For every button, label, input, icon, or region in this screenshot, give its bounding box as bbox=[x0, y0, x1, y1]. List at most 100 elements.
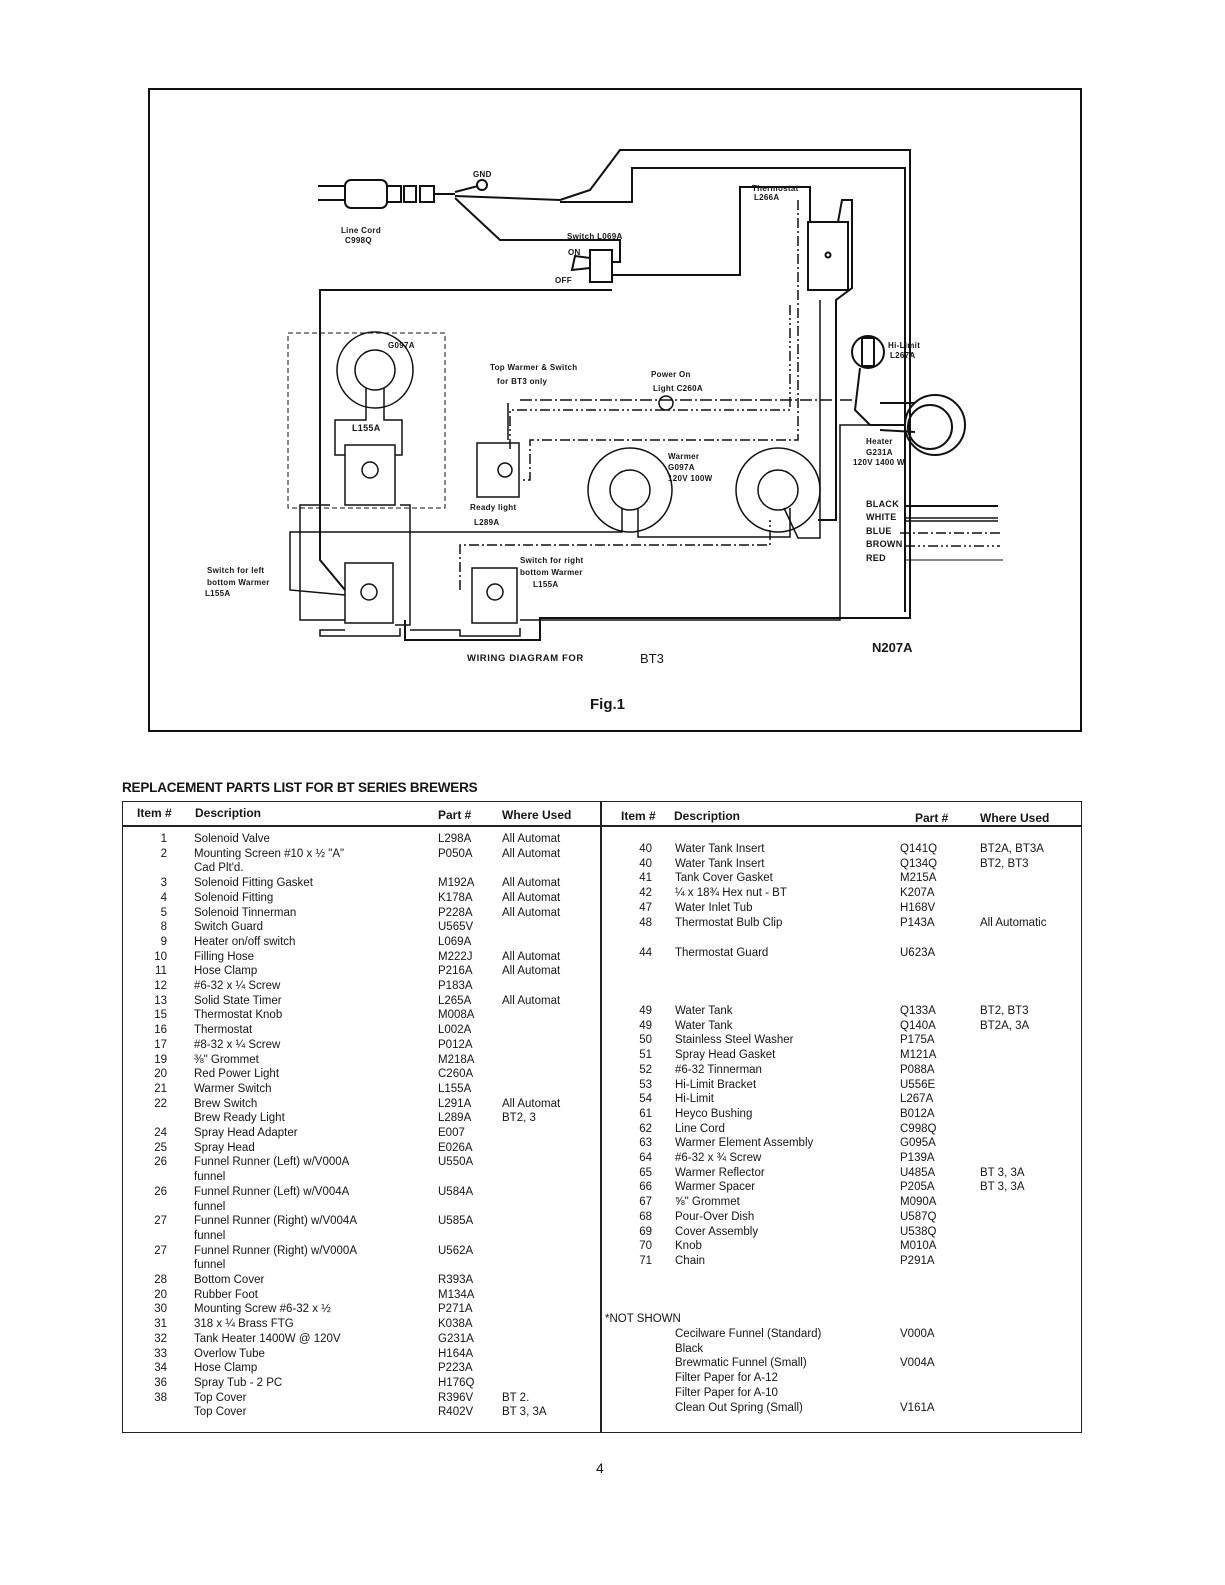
cell-description: Water Inlet Tub bbox=[675, 901, 753, 914]
header-part-right: Part # bbox=[915, 811, 949, 825]
cell-part: H176Q bbox=[438, 1376, 475, 1389]
cell-where-used: BT2, BT3 bbox=[980, 1005, 1029, 1017]
cell-part: Q141Q bbox=[900, 843, 938, 855]
cell-description: Funnel Runner (Left) w/V000A funnel bbox=[194, 1156, 350, 1184]
cell-part: Q133A bbox=[900, 1005, 936, 1017]
drawing-number: N207A bbox=[872, 640, 913, 655]
hi-limit-icon bbox=[851, 335, 905, 426]
cell-part: V000A bbox=[900, 1328, 935, 1340]
cell-where-used: All Automat bbox=[502, 891, 561, 904]
cell-item: 26 bbox=[154, 1185, 167, 1198]
cell-part: C260A bbox=[438, 1068, 474, 1081]
cell-where-used: BT2, 3 bbox=[502, 1112, 536, 1125]
cell-description: Hi-Limit Bracket bbox=[675, 1078, 757, 1091]
wiring-diagram-frame bbox=[148, 88, 1082, 732]
warmer-right-icon bbox=[637, 300, 821, 539]
cell-where-used: BT2, BT3 bbox=[980, 857, 1029, 870]
cell-item: 10 bbox=[154, 950, 167, 963]
cell-description: Thermostat Guard bbox=[675, 947, 769, 959]
header-rule-right bbox=[602, 825, 1081, 827]
power-on-label: Power On bbox=[651, 370, 691, 379]
cell-description: Switch Guard bbox=[194, 921, 264, 934]
cell-item: 16 bbox=[154, 1024, 167, 1037]
cell-part: M218A bbox=[438, 1053, 475, 1066]
gnd-label: GND bbox=[473, 170, 492, 179]
cell-part: P271A bbox=[438, 1303, 473, 1316]
cell-part: L002A bbox=[438, 1024, 472, 1037]
cell-description: Water Tank Insert bbox=[675, 857, 765, 870]
header-item-right: Item # bbox=[621, 809, 656, 823]
cell-description: Thermostat bbox=[194, 1024, 253, 1037]
cell-description: Hose Clamp bbox=[194, 965, 258, 978]
cell-description: Heater on/off switch bbox=[194, 935, 296, 948]
cell-where-used: All Automat bbox=[502, 847, 561, 860]
top-warmer-part: G097A bbox=[388, 341, 415, 350]
header-where-left: Where Used bbox=[502, 808, 572, 822]
cell-part: Q140A bbox=[900, 1019, 936, 1032]
cell-part: L069A bbox=[438, 935, 472, 948]
cell-where-used: BT2A, BT3A bbox=[980, 843, 1044, 855]
cell-description: Spray Tub - 2 PC bbox=[194, 1376, 283, 1389]
cell-description: Hose Clamp bbox=[194, 1362, 258, 1375]
cell-description: Bottom Cover bbox=[194, 1274, 265, 1286]
cell-item: 13 bbox=[154, 994, 167, 1007]
cell-item: 40 bbox=[639, 857, 652, 870]
cell-part: U550A bbox=[438, 1156, 474, 1169]
cell-item: 15 bbox=[154, 1009, 167, 1022]
plug-icon bbox=[318, 179, 455, 209]
cell-description: Top Cover bbox=[194, 1391, 247, 1404]
cell-part: R396V bbox=[438, 1391, 474, 1404]
diagram-caption: WIRING DIAGRAM FOR bbox=[467, 653, 584, 664]
cell-description: Line Cord bbox=[675, 1122, 725, 1135]
cell-part: M222J bbox=[438, 950, 473, 963]
top-warmer-icon bbox=[334, 331, 414, 456]
cell-item: 19 bbox=[154, 1053, 167, 1066]
cell-item: 54 bbox=[639, 1093, 652, 1106]
header-where-right: Where Used bbox=[980, 811, 1050, 825]
warmer-left-icon bbox=[289, 447, 673, 596]
header-rule-left bbox=[123, 825, 600, 827]
cell-item: 32 bbox=[154, 1332, 167, 1345]
heater-part: G231A bbox=[866, 448, 893, 457]
cell-part: H164A bbox=[438, 1347, 474, 1360]
cell-where-used: All Automatic bbox=[980, 916, 1047, 929]
cell-part: R402V bbox=[438, 1406, 474, 1419]
cell-description: Spray Head Gasket bbox=[675, 1049, 776, 1062]
cell-item: 36 bbox=[154, 1376, 167, 1389]
cell-description: #8-32 x ¼ Screw bbox=[194, 1038, 281, 1051]
cell-item: 21 bbox=[154, 1082, 167, 1095]
cell-item: 27 bbox=[154, 1215, 167, 1228]
cell-part: U587Q bbox=[900, 1210, 937, 1223]
right-switch-label-2: bottom Warmer bbox=[520, 568, 583, 577]
cell-part: L267A bbox=[900, 1093, 934, 1106]
ready-light-icon bbox=[476, 442, 520, 498]
right-switch-label: Switch for right bbox=[520, 556, 584, 565]
hi-limit-part: L267A bbox=[890, 351, 916, 360]
cell-item: 26 bbox=[154, 1156, 167, 1169]
cell-part: M192A bbox=[438, 877, 475, 890]
cell-description: Overlow Tube bbox=[194, 1347, 265, 1360]
cell-part: P088A bbox=[900, 1063, 935, 1076]
thermostat-part: L266A bbox=[754, 193, 780, 202]
cell-description: Top Cover bbox=[194, 1406, 247, 1419]
cell-part: P139A bbox=[900, 1152, 935, 1164]
heater-rating: 120V 1400 W bbox=[853, 458, 905, 467]
cell-description: Rubber Foot bbox=[194, 1288, 258, 1301]
header-part-left: Part # bbox=[438, 808, 472, 822]
cell-description: Water Tank bbox=[675, 1005, 733, 1017]
warmer-label: Warmer bbox=[668, 452, 700, 461]
cell-item: 30 bbox=[154, 1303, 167, 1316]
page-number: 4 bbox=[596, 1460, 604, 1476]
cell-item: 24 bbox=[154, 1127, 167, 1139]
cell-description: Brewmatic Funnel (Small) bbox=[675, 1357, 807, 1370]
right-switch-icon bbox=[471, 567, 518, 624]
cell-item: 31 bbox=[154, 1318, 167, 1331]
cell-item: 44 bbox=[639, 947, 652, 959]
cell-description: Mounting Screen #10 x ½ "A" Cad Plt'd. bbox=[194, 847, 345, 875]
cell-item: 8 bbox=[160, 921, 167, 934]
cell-item: 62 bbox=[639, 1122, 652, 1135]
cell-part: P050A bbox=[438, 847, 473, 860]
cell-description: Thermostat Knob bbox=[194, 1009, 283, 1022]
cell-item: 49 bbox=[639, 1005, 652, 1017]
cell-description: Brew Ready Light bbox=[194, 1112, 285, 1125]
